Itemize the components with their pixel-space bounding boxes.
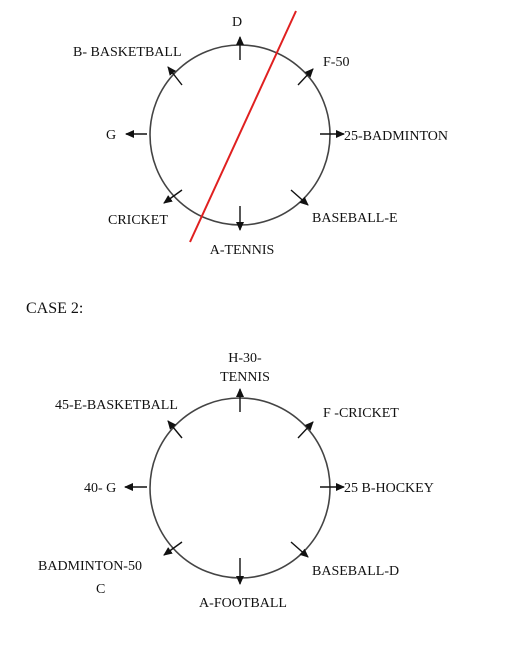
case2-arrow-top-left	[167, 420, 183, 439]
case2-title: CASE 2:	[26, 300, 84, 317]
case1-label-bottom: A-TENNIS	[210, 243, 275, 258]
case2-label-bottom: A-FOOTBALL	[199, 596, 287, 611]
case1-arrow-bottom-left	[163, 189, 183, 204]
case2-label-top-line1: H-30-	[228, 351, 262, 366]
case2-label-left: 40- G	[84, 481, 116, 496]
case1-arrow-bottom-right	[290, 189, 309, 206]
case2-label-top-line2: TENNIS	[220, 370, 270, 385]
case1-label-top-right: F-50	[323, 55, 349, 70]
case1-label-left: G	[106, 128, 116, 143]
case2-circle	[149, 397, 331, 579]
case1-arrow-top-left	[167, 66, 183, 86]
case2-arrow-bottom-left	[163, 541, 183, 556]
case2-label-bottom-left-line2: C	[96, 582, 105, 597]
case2-label-right: 25 B-HOCKEY	[344, 481, 434, 496]
case2-arrow-bottom-right	[290, 541, 309, 558]
case1-divider-line	[189, 10, 297, 243]
case1-label-top-left: B- BASKETBALL	[73, 45, 182, 60]
case2-label-top-right: F -CRICKET	[323, 406, 399, 421]
case2-label-bottom-right: BASEBALL-D	[312, 564, 399, 579]
case2-arrow-top-right	[297, 421, 314, 439]
case1-arrow-top-right	[297, 68, 314, 86]
case2-diagram: H-30- TENNIS 45-E-BASKETBALL F -CRICKET …	[38, 351, 434, 611]
case1-diagram: D B- BASKETBALL F-50 G 25-BADMINTON CRIC…	[73, 10, 448, 258]
case2-label-bottom-left-line1: BADMINTON-50	[38, 559, 142, 574]
case1-label-top: D	[232, 15, 242, 30]
case1-label-bottom-right: BASEBALL-E	[312, 211, 398, 226]
case1-label-bottom-left: CRICKET	[108, 213, 168, 228]
case1-label-right: 25-BADMINTON	[344, 129, 448, 144]
case2-label-top-left: 45-E-BASKETBALL	[55, 398, 178, 413]
